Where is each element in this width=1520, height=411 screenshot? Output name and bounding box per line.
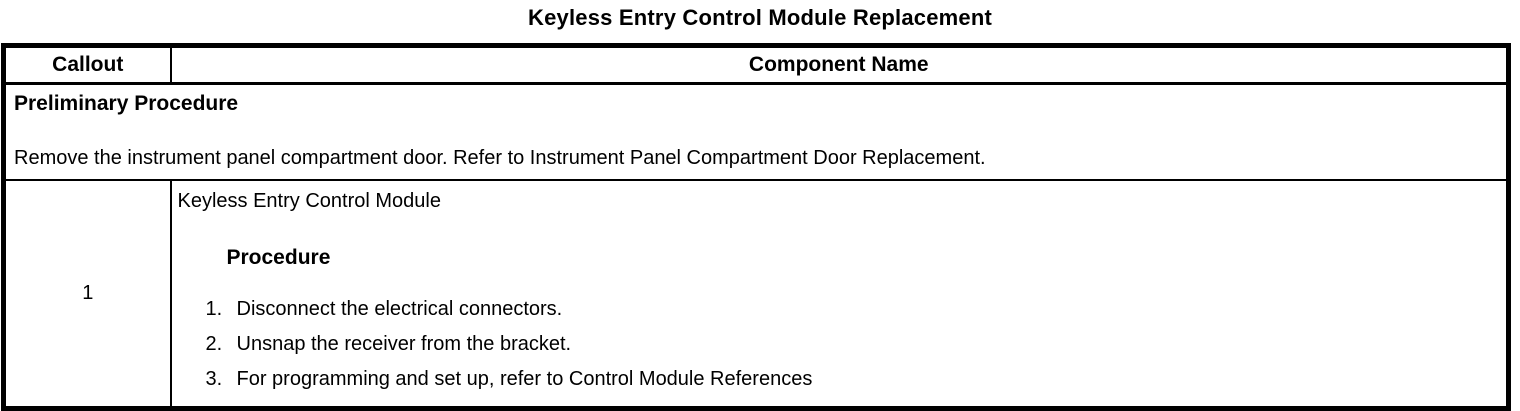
callout-column-header: Callout: [3, 45, 172, 85]
list-item: 1. Disconnect the electrical connectors.: [206, 297, 1499, 321]
component-description-cell: Keyless Entry Control Module Procedure 1…: [171, 180, 1509, 409]
procedure-steps-list: 1. Disconnect the electrical connectors.…: [206, 297, 1499, 391]
step-number: 2.: [205, 333, 223, 355]
step-text: Disconnect the electrical connectors.: [236, 298, 563, 320]
page-title: Keyless Entry Control Module Replacement: [528, 5, 992, 30]
component-name-text: Keyless Entry Control Module: [177, 190, 441, 212]
step-number: 3.: [205, 368, 223, 390]
preliminary-procedure-row: Preliminary Procedure Remove the instrum…: [3, 83, 1509, 181]
component-name-column-header: Component Name: [170, 45, 1509, 85]
list-item: 3. For programming and set up, refer to …: [206, 367, 1499, 391]
component-table: Callout Component Name Preliminary Proce…: [1, 43, 1511, 411]
procedure-heading: Procedure: [226, 246, 331, 269]
list-item: 2. Unsnap the receiver from the bracket.: [206, 332, 1499, 356]
step-text: For programming and set up, refer to Con…: [236, 368, 813, 390]
preliminary-procedure-heading: Preliminary Procedure: [14, 92, 239, 115]
callout-number-cell: 1: [3, 180, 172, 409]
preliminary-procedure-text: Remove the instrument panel compartment …: [14, 147, 986, 169]
step-number: 1.: [205, 298, 223, 320]
table-row: 1 Keyless Entry Control Module Procedure…: [3, 180, 1509, 409]
preliminary-procedure-cell: Preliminary Procedure Remove the instrum…: [3, 83, 1509, 181]
table-header-row: Callout Component Name: [3, 45, 1509, 85]
step-text: Unsnap the receiver from the bracket.: [236, 333, 572, 355]
